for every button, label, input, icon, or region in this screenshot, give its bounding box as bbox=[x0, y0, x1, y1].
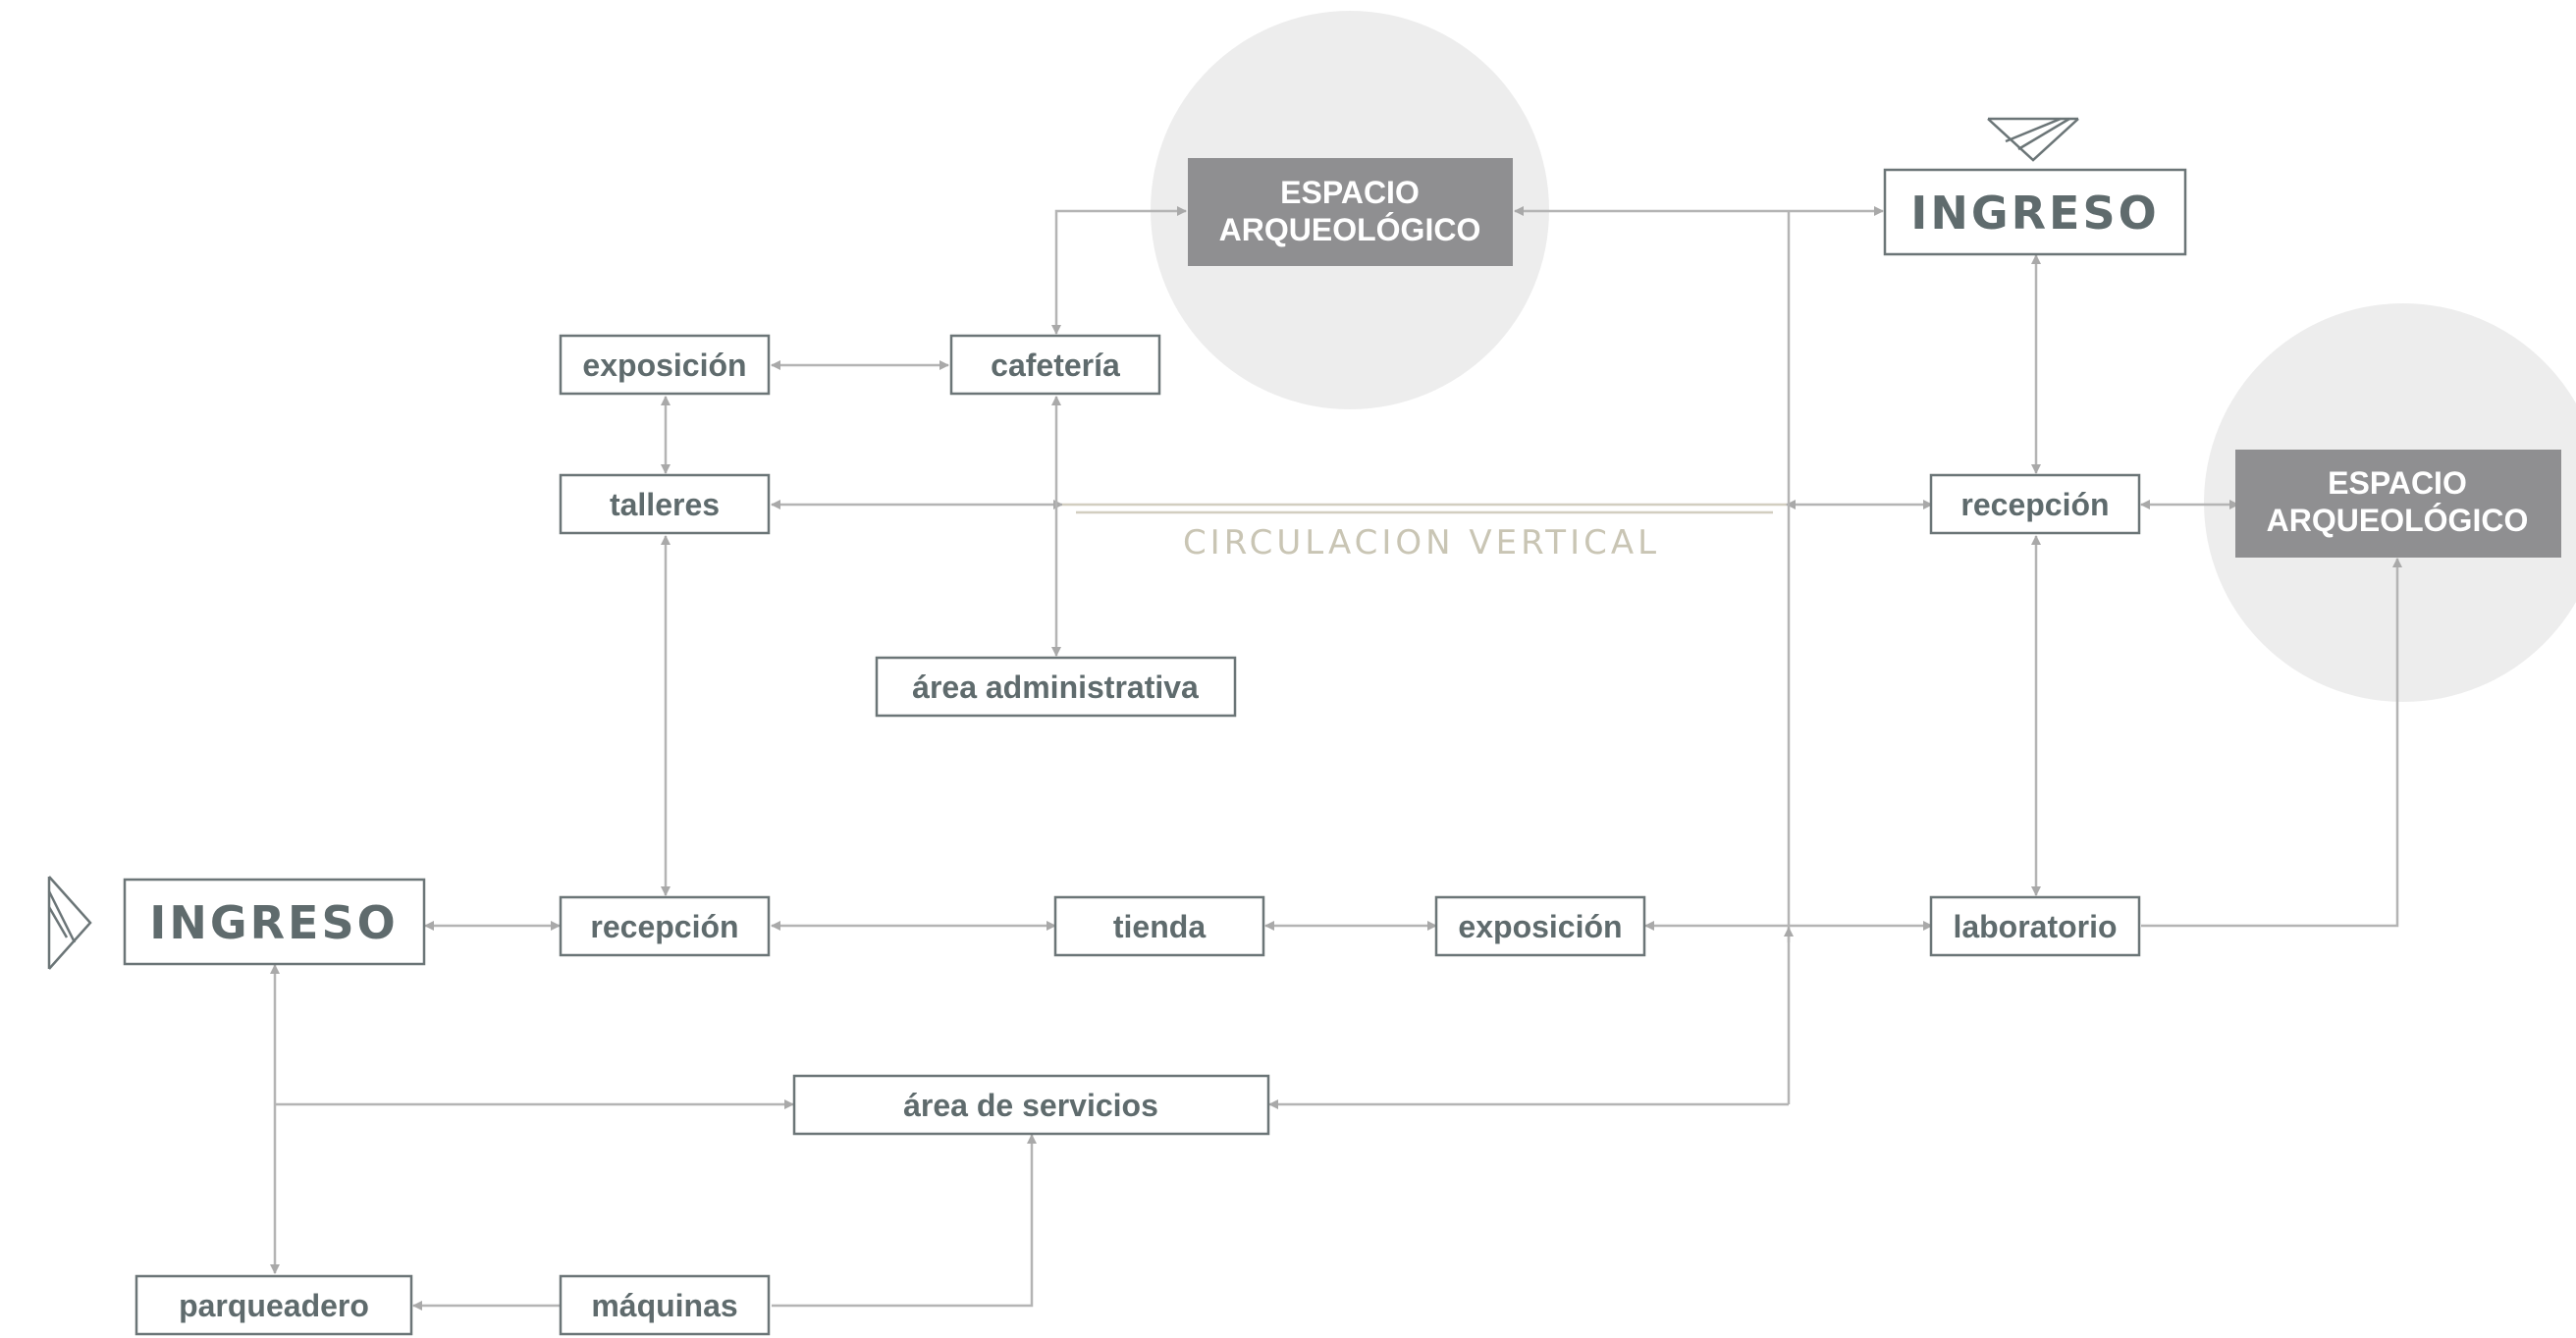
laboratorio-label: laboratorio bbox=[1953, 909, 2117, 944]
node-recepcion-left: recepción bbox=[559, 895, 771, 957]
edge-cafeteria-espacio bbox=[1051, 206, 1187, 335]
circulacion-vertical-label: CIRCULACION VERTICAL bbox=[1183, 523, 1660, 562]
node-laboratorio: laboratorio bbox=[1929, 895, 2141, 957]
connectors bbox=[270, 206, 2402, 1311]
tienda-label: tienda bbox=[1113, 909, 1206, 944]
edge-laboratorio-espacio-right bbox=[2141, 558, 2402, 928]
node-recepcion-right: recepción bbox=[1929, 473, 2141, 535]
recepcion-right-label: recepción bbox=[1960, 487, 2109, 522]
espacio-right-line2: ARQUEOLÓGICO bbox=[2267, 503, 2529, 538]
node-exposicion-top: exposición bbox=[559, 334, 771, 396]
edge-maquinas-servicios bbox=[772, 1134, 1037, 1308]
exposicion-bottom-label: exposición bbox=[1458, 909, 1622, 944]
node-ingreso-left: INGRESO bbox=[123, 878, 426, 966]
cafeteria-label: cafetería bbox=[991, 348, 1120, 383]
espacio-top-line1: ESPACIO bbox=[1280, 175, 1420, 210]
node-cafeteria: cafetería bbox=[949, 334, 1161, 396]
maquinas-label: máquinas bbox=[591, 1288, 737, 1323]
node-espacio-arqueologico-top: ESPACIO ARQUEOLÓGICO bbox=[1188, 158, 1513, 266]
node-tienda: tienda bbox=[1053, 895, 1265, 957]
ingreso-top-label: INGRESO bbox=[1910, 187, 2159, 240]
node-maquinas: máquinas bbox=[559, 1274, 771, 1336]
area-servicios-label: área de servicios bbox=[903, 1088, 1158, 1123]
node-exposicion-bottom: exposición bbox=[1434, 895, 1646, 957]
area-administrativa-label: área administrativa bbox=[912, 669, 1199, 705]
talleres-label: talleres bbox=[610, 487, 720, 522]
node-ingreso-top: INGRESO bbox=[1883, 168, 2187, 256]
node-espacio-arqueologico-right: ESPACIO ARQUEOLÓGICO bbox=[2235, 450, 2561, 558]
node-talleres: talleres bbox=[559, 473, 771, 535]
node-area-servicios: área de servicios bbox=[792, 1074, 1270, 1136]
parqueadero-label: parqueadero bbox=[179, 1288, 369, 1323]
node-parqueadero: parqueadero bbox=[134, 1274, 413, 1336]
espacio-top-line2: ARQUEOLÓGICO bbox=[1219, 212, 1481, 247]
entry-marker-left bbox=[47, 876, 92, 970]
node-area-administrativa: área administrativa bbox=[875, 656, 1237, 718]
entry-marker-top bbox=[1987, 117, 2079, 162]
recepcion-left-label: recepción bbox=[590, 909, 738, 944]
espacio-right-line1: ESPACIO bbox=[2328, 465, 2467, 501]
ingreso-left-label: INGRESO bbox=[149, 896, 398, 949]
exposicion-top-label: exposición bbox=[582, 348, 746, 383]
